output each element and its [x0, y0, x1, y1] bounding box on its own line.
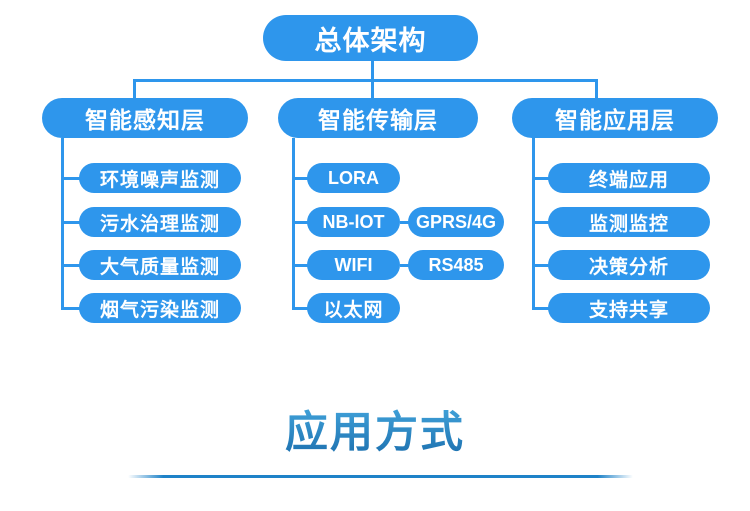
item-gprs-4g: GPRS/4G — [408, 207, 504, 237]
item-wifi: WIFI — [307, 250, 400, 280]
section-title: 应用方式 — [0, 398, 750, 460]
connector-spine-left — [61, 138, 64, 310]
connector-stub — [61, 221, 80, 224]
item-terminal-application: 终端应用 — [548, 163, 710, 193]
connector-spine-middle — [292, 138, 295, 310]
connector-stub — [532, 307, 549, 310]
item-rs485: RS485 — [408, 250, 504, 280]
item-environment-noise-monitoring: 环境噪声监测 — [79, 163, 241, 193]
connector-stub — [292, 177, 308, 180]
connector-stub — [532, 264, 549, 267]
connector-stub — [532, 177, 549, 180]
connector-stub — [292, 307, 308, 310]
section-divider — [128, 475, 633, 478]
connector-drop-right — [595, 79, 598, 98]
connector-drop-left — [133, 79, 136, 98]
item-lora: LORA — [307, 163, 400, 193]
item-ethernet: 以太网 — [307, 293, 400, 323]
item-monitoring-surveillance: 监测监控 — [548, 207, 710, 237]
connector-branch-bus — [133, 79, 598, 82]
item-flue-gas-pollution-monitoring: 烟气污染监测 — [79, 293, 241, 323]
item-decision-analysis: 决策分析 — [548, 250, 710, 280]
connector-stub — [61, 177, 80, 180]
item-air-quality-monitoring: 大气质量监测 — [79, 250, 241, 280]
branch-header-transmission-layer: 智能传输层 — [278, 98, 478, 138]
root-node: 总体架构 — [263, 15, 478, 61]
branch-header-perception-layer: 智能感知层 — [42, 98, 248, 138]
connector-drop-middle — [371, 79, 374, 98]
branch-header-application-layer: 智能应用层 — [512, 98, 718, 138]
item-nb-iot: NB-lOT — [307, 207, 400, 237]
connector-side-link — [400, 221, 409, 224]
connector-side-link — [400, 264, 409, 267]
connector-spine-right — [532, 138, 535, 310]
connector-root-drop — [371, 61, 374, 80]
connector-stub — [532, 221, 549, 224]
connector-stub — [61, 307, 80, 310]
connector-stub — [292, 264, 308, 267]
connector-stub — [292, 221, 308, 224]
connector-stub — [61, 264, 80, 267]
item-sewage-treatment-monitoring: 污水治理监测 — [79, 207, 241, 237]
item-support-sharing: 支持共享 — [548, 293, 710, 323]
